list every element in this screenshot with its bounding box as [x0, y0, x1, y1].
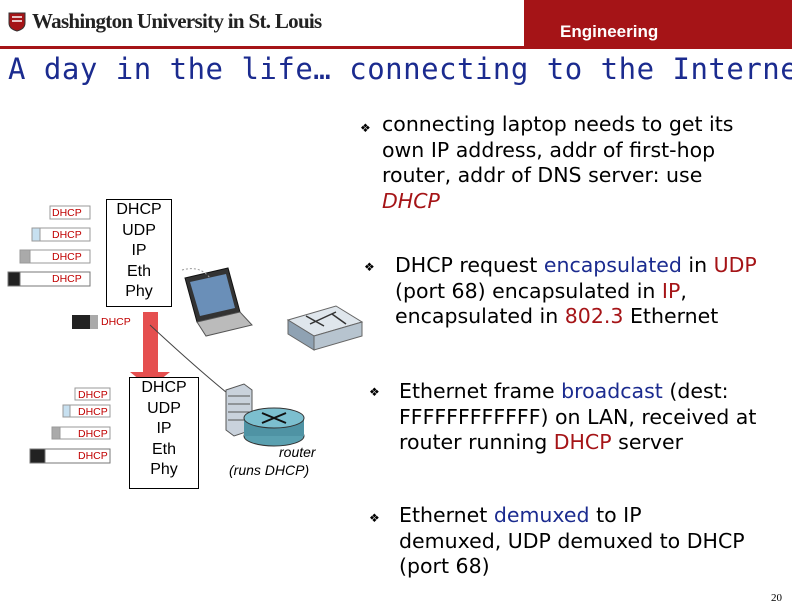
stack-layer: IP — [156, 420, 172, 437]
header-bar: Washington University in St. Louis Engin… — [0, 0, 792, 46]
bullet-2: DHCP request encapsulated in UDP (port 6… — [395, 253, 757, 328]
stack-layer: Eth — [151, 440, 176, 458]
stack-layer: UDP — [147, 399, 181, 417]
packet-label-5: DHCP — [78, 389, 108, 401]
packet-label-3: DHCP — [52, 251, 82, 263]
laptop-icon — [181, 267, 253, 337]
bullet-1: connecting laptop needs to get its own I… — [382, 112, 734, 213]
switch-icon — [286, 305, 364, 351]
encapsulation-bottom — [29, 387, 111, 464]
university-name: Washington University in St. Louis — [32, 9, 322, 33]
bullet-marker-icon: ❖ — [360, 121, 371, 135]
router-icon — [243, 407, 305, 447]
stack-layer: DHCP — [141, 379, 187, 396]
packet-label-7: DHCP — [78, 428, 108, 440]
moving-packet — [72, 315, 98, 329]
down-arrow — [130, 312, 170, 388]
router-label: router — [279, 444, 316, 460]
university-crest-icon — [8, 12, 26, 32]
packet-label-1: DHCP — [52, 207, 82, 219]
slide-title: A day in the life… connecting to the Int… — [8, 52, 792, 86]
school-banner — [524, 0, 792, 46]
stack-layer: Phy — [150, 461, 178, 478]
school-name: Engineering — [560, 22, 659, 41]
page-number: 20 — [771, 592, 782, 604]
packet-label-6: DHCP — [78, 406, 108, 418]
packet-label-2: DHCP — [52, 229, 82, 241]
laptop-protocol-stack: DHCP UDP IP Eth Phy — [106, 199, 172, 307]
packet-label-moving: DHCP — [101, 316, 131, 328]
bullet-marker-icon: ❖ — [369, 511, 380, 525]
stack-layer: Eth — [126, 262, 151, 280]
university-logo: Washington University in St. Louis — [8, 9, 322, 34]
encapsulation-top — [7, 205, 91, 287]
stack-layer: IP — [131, 242, 147, 259]
bullet-marker-icon: ❖ — [364, 260, 375, 274]
router-sublabel: (runs DHCP) — [229, 462, 310, 478]
bullet-marker-icon: ❖ — [369, 385, 380, 399]
packet-label-4: DHCP — [52, 273, 82, 285]
router-protocol-stack: DHCP UDP IP Eth Phy — [129, 377, 199, 489]
bullet-3: Ethernet frame broadcast (dest: FFFFFFFF… — [399, 379, 757, 454]
stack-layer: DHCP — [116, 201, 162, 218]
stack-layer: Phy — [125, 283, 153, 300]
stack-layer: UDP — [122, 221, 156, 239]
packet-label-8: DHCP — [78, 450, 108, 462]
bullet-4: Ethernet demuxed to IP demuxed, UDP demu… — [399, 503, 745, 578]
header-rule — [0, 46, 792, 49]
